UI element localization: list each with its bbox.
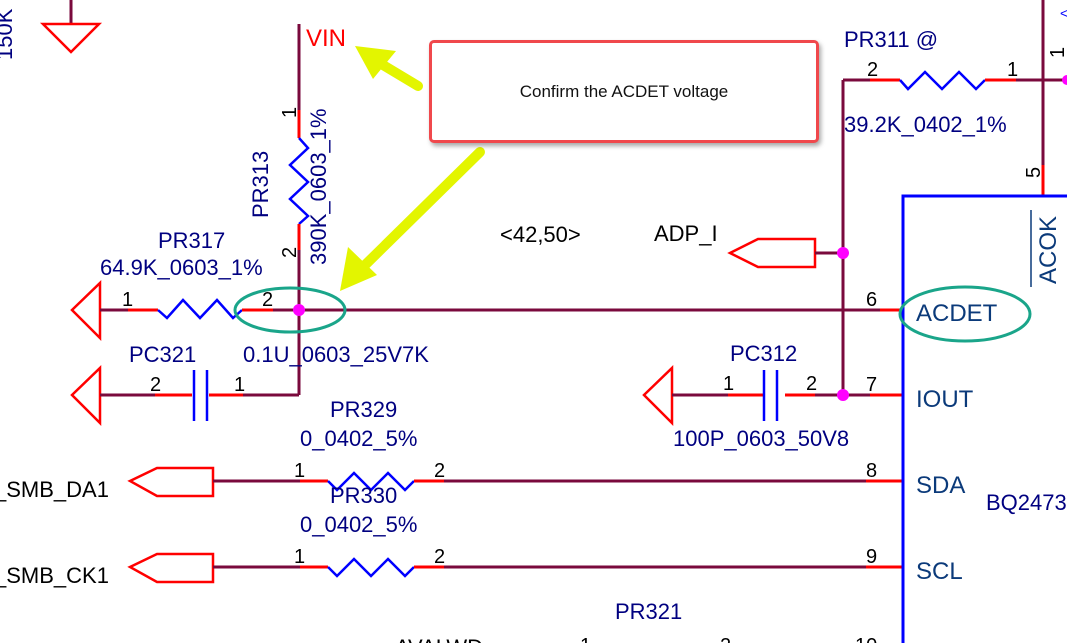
highlight-ellipse-acdet-pin <box>898 285 1032 343</box>
pc312-refdes: PC312 <box>730 341 797 366</box>
ic-pin-iout: IOUT <box>916 386 974 413</box>
pr330-pin1: 1 <box>294 546 305 568</box>
ic-pin-5-num: 5 <box>1023 167 1045 178</box>
pr330-refdes: PR330 <box>330 483 397 508</box>
partial-arrow-glyph: < <box>1060 5 1067 21</box>
pr330-resistor: 1 2 PR330 0_0402_5% <box>127 483 903 584</box>
pc312-pin1: 1 <box>723 373 734 395</box>
ground-symbol-top-left <box>39 0 103 54</box>
acok-net: 5 1 < <box>1023 0 1067 196</box>
junction-dot-adp-i <box>837 247 849 259</box>
callout-box: Confirm the ACDET voltage <box>429 40 819 143</box>
pr317-pin2: 2 <box>262 289 273 311</box>
pc312-value: 100P_0603_50V8 <box>673 426 849 451</box>
adp-i-label: ADP_I <box>654 221 718 246</box>
ic-pin-6-num: 6 <box>866 289 877 311</box>
junction-dot-right-edge <box>1062 75 1067 85</box>
callout-text: Confirm the ACDET voltage <box>519 81 729 101</box>
pr329-resistor: 1 2 PR329 0_0402_5% <box>127 397 903 498</box>
pr311-value: 39.2K_0402_1% <box>844 112 1007 137</box>
ic-pin-acdet: ACDET <box>916 300 998 327</box>
adp-i-port: ADP_I <box>654 221 849 269</box>
pr317-refdes: PR317 <box>158 228 225 253</box>
partial-refdes-top-left: 150K <box>0 8 17 60</box>
junction-dot-acdet <box>293 304 305 316</box>
ic-pin-scl: SCL <box>916 558 963 585</box>
ic-pin-9-num: 9 <box>866 546 877 568</box>
pr321-pin1: 1 <box>580 635 591 643</box>
ic-top-right-pin-num: 1 <box>1047 47 1067 58</box>
ic-pin-8-num: 8 <box>866 460 877 482</box>
pr330-value: 0_0402_5% <box>300 512 417 537</box>
pr311-refdes: PR311 @ <box>844 27 938 52</box>
vin-power-label: VIN <box>306 25 346 52</box>
pr311-pin2: 2 <box>867 59 878 81</box>
pc321-pin2: 2 <box>150 374 161 396</box>
pr313-value: 390K_0603_1% <box>306 108 331 265</box>
pr321-pin2: 2 <box>720 635 731 643</box>
pr329-pin2: 2 <box>434 460 445 482</box>
pr329-value: 0_0402_5% <box>300 426 417 451</box>
arrow-to-vin <box>355 46 423 91</box>
pr321-resistor: PR321 1 2 10 AVALWD <box>395 599 877 643</box>
pc321-refdes: PC321 <box>129 342 196 367</box>
pr311-pin1: 1 <box>1007 59 1018 81</box>
ic-pin-10-num: 10 <box>855 635 877 643</box>
pr321-refdes: PR321 <box>615 599 682 624</box>
pc312-capacitor: 1 2 PC312 100P_0603_50V8 <box>642 341 903 451</box>
ic-bq2473: 6 7 8 9 ACDET IOUT SDA SCL ACOK BQ2473 <box>866 194 1067 643</box>
junction-dot-iout <box>837 389 849 401</box>
smb-ck1-label: _SMB_CK1 <box>0 563 109 588</box>
pr329-pin1: 1 <box>294 460 305 482</box>
pr313-pin1: 1 <box>279 107 301 118</box>
ic-pin-7-num: 7 <box>866 374 877 396</box>
ic-pin-acok: ACOK <box>1035 216 1062 284</box>
pc321-pin1: 1 <box>234 374 245 396</box>
arrow-to-acdet-node <box>340 147 485 291</box>
ic-pin-sda: SDA <box>916 472 965 499</box>
pc321-value: 0.1U_0603_25V7K <box>243 342 429 367</box>
pr317-value: 64.9K_0603_1% <box>100 255 263 280</box>
pr311-resistor: 2 1 PR311 @ 39.2K_0402_1% <box>841 27 1067 395</box>
ic-part-number: BQ2473 <box>986 490 1067 515</box>
pr313-pin2: 2 <box>279 247 301 258</box>
partial-net-label-bottom: AVALWD <box>395 635 483 643</box>
pr317-pin1: 1 <box>122 289 133 311</box>
pr313-resistor: 1 2 PR313 390K_0603_1% <box>248 24 331 395</box>
highlight-ellipse-node <box>233 286 347 334</box>
smb-da1-label: _SMB_DA1 <box>0 477 109 502</box>
pc321-capacitor: 2 1 PC321 0.1U_0603_25V7K <box>70 342 429 427</box>
pr313-refdes: PR313 <box>248 151 273 218</box>
pr330-pin2: 2 <box>434 546 445 568</box>
page-reference: <42,50> <box>500 222 581 247</box>
pr329-refdes: PR329 <box>330 397 397 422</box>
pr317-resistor: 1 2 PR317 64.9K_0603_1% <box>70 228 903 342</box>
pc312-pin2: 2 <box>806 373 817 395</box>
